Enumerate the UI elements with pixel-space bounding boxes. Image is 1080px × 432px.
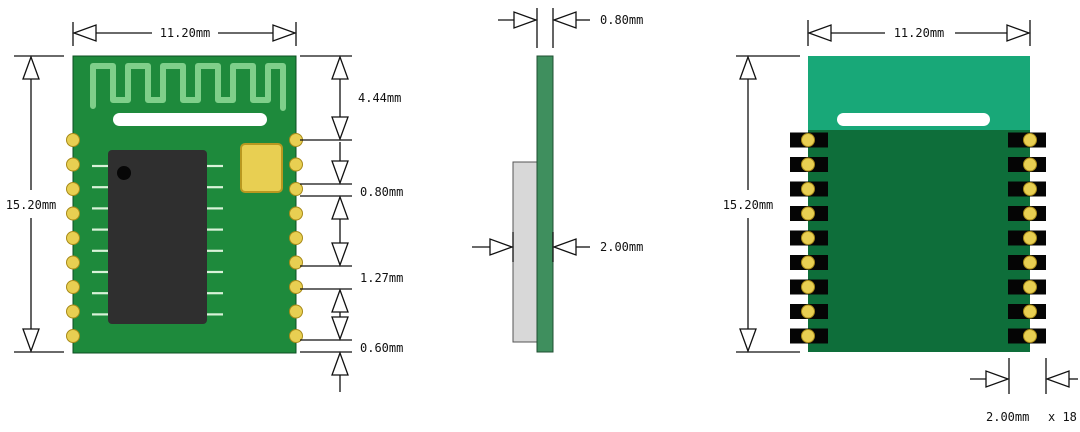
arrow-head bbox=[739, 328, 757, 353]
side-shield bbox=[512, 161, 538, 343]
back-height-label: 15.20mm bbox=[723, 198, 774, 212]
front-height-label: 15.20mm bbox=[6, 198, 57, 212]
back-pad-gold bbox=[801, 231, 815, 245]
back-pad-length-label: 2.00mm bbox=[986, 410, 1029, 424]
back-pad-gold bbox=[1023, 304, 1037, 319]
front-width-label: 11.20mm bbox=[160, 26, 211, 40]
side-pcb bbox=[536, 55, 554, 353]
back-pad-gold bbox=[801, 329, 815, 343]
castellated-pad bbox=[66, 206, 80, 221]
edge-gap-label: 0.60mm bbox=[360, 341, 403, 355]
back-pad-gold bbox=[801, 280, 815, 294]
arrow-head bbox=[739, 55, 757, 80]
antenna-height-label: 4.44mm bbox=[358, 91, 401, 105]
castellated-pad bbox=[66, 157, 80, 172]
castellated-pad bbox=[66, 304, 80, 319]
back-pad-gold bbox=[1023, 329, 1037, 343]
side-total-thickness-label: 2.00mm bbox=[600, 240, 643, 254]
side-view: 0.80mm 2.00mm bbox=[472, 8, 643, 353]
arrow-head bbox=[985, 370, 1010, 388]
arrow-head bbox=[331, 288, 349, 313]
arrow-head bbox=[331, 160, 349, 185]
pitch-label: 1.27mm bbox=[360, 271, 403, 285]
back-pad-gold bbox=[1023, 255, 1037, 270]
castellated-pad bbox=[289, 329, 303, 343]
castellated-pad bbox=[66, 231, 80, 245]
castellated-pad bbox=[66, 133, 80, 147]
arrow-head bbox=[331, 242, 349, 267]
side-board-thickness-label: 0.80mm bbox=[600, 13, 643, 27]
back-pad-gold bbox=[801, 182, 815, 196]
castellated-pad bbox=[289, 157, 303, 172]
arrow-head bbox=[22, 328, 40, 353]
arrow-head bbox=[807, 24, 832, 42]
arrow-head bbox=[489, 238, 514, 256]
ic-chip bbox=[108, 150, 207, 324]
antenna-trace bbox=[90, 63, 286, 111]
arrow-head bbox=[1006, 24, 1031, 42]
castellated-pad bbox=[289, 231, 303, 245]
arrow-head bbox=[331, 351, 349, 376]
back-width-label: 11.20mm bbox=[894, 26, 945, 40]
back-pcb-board bbox=[808, 130, 1030, 352]
ic-leads-right bbox=[207, 164, 223, 316]
arrow-head bbox=[331, 195, 349, 220]
ic-leads-left bbox=[92, 164, 108, 316]
back-pad-gold bbox=[801, 304, 815, 319]
pad-width-label: 0.80mm bbox=[360, 185, 403, 199]
arrow-head bbox=[331, 316, 349, 341]
back-pad-gold bbox=[1023, 206, 1037, 221]
castellated-pad bbox=[289, 255, 303, 270]
back-pads-left bbox=[790, 132, 828, 344]
castellated-pad bbox=[66, 255, 80, 270]
back-pad-gold bbox=[801, 133, 815, 147]
arrow-head bbox=[22, 55, 40, 80]
castellated-pad bbox=[66, 280, 80, 294]
ic-pin1-marker bbox=[117, 166, 131, 180]
back-pad-gold bbox=[1023, 280, 1037, 294]
crystal-component bbox=[240, 143, 283, 193]
castellated-pad bbox=[289, 182, 303, 196]
front-silkscreen-slot bbox=[113, 113, 267, 126]
back-view: 11.20mm 15.20mm 2.00mm x 18 bbox=[723, 20, 1078, 424]
back-silkscreen-slot bbox=[837, 113, 990, 126]
arrow-head bbox=[331, 116, 349, 141]
arrow-head bbox=[72, 24, 97, 42]
back-pad-gold bbox=[1023, 182, 1037, 196]
back-pads-right bbox=[1008, 132, 1046, 344]
castellated-pad bbox=[66, 182, 80, 196]
front-view: 11.20mm 15.20mm 4.44mm 0.80mm 1.27mm bbox=[6, 22, 403, 392]
arrow-head bbox=[1045, 370, 1070, 388]
castellated-pad bbox=[289, 280, 303, 294]
back-pad-gold bbox=[1023, 157, 1037, 172]
back-pad-gold bbox=[1023, 231, 1037, 245]
back-pad-gold bbox=[801, 206, 815, 221]
arrow-head bbox=[331, 55, 349, 80]
arrow-head bbox=[513, 11, 538, 29]
back-pad-gold bbox=[1023, 133, 1037, 147]
back-pad-gold bbox=[801, 255, 815, 270]
arrow-head bbox=[552, 11, 577, 29]
castellated-pad bbox=[289, 304, 303, 319]
front-pads-right bbox=[289, 133, 303, 343]
back-pad-count-label: x 18 bbox=[1048, 410, 1077, 424]
back-pad-gold bbox=[801, 157, 815, 172]
arrow-head bbox=[272, 24, 297, 42]
castellated-pad bbox=[66, 329, 80, 343]
castellated-pad bbox=[289, 206, 303, 221]
front-pads-left bbox=[66, 133, 80, 343]
arrow-head bbox=[552, 238, 577, 256]
